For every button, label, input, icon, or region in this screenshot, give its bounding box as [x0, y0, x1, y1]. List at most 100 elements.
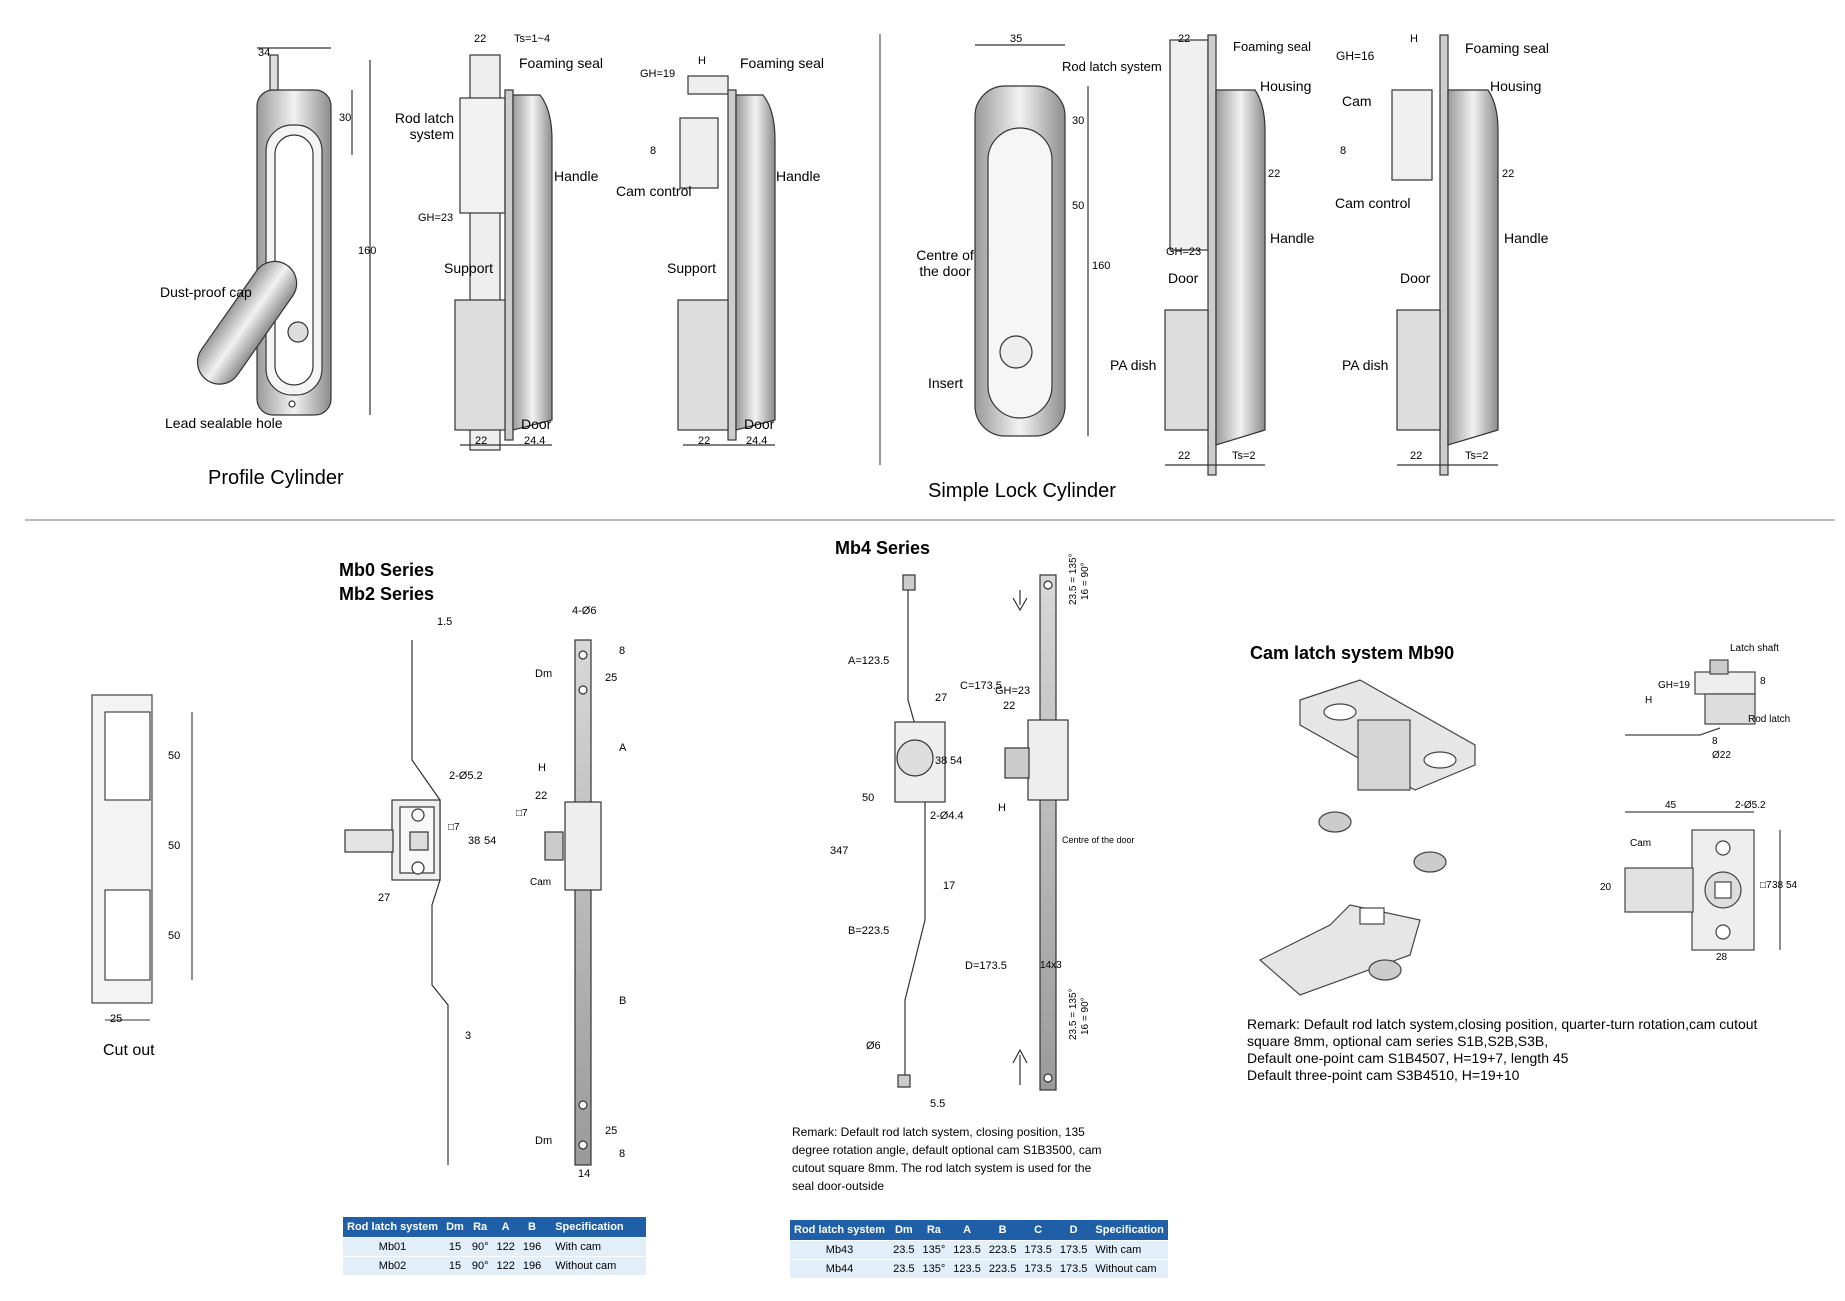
mb90-remark-line-3: Default one-point cam S1B4507, H=19+7, l…	[1247, 1050, 1569, 1066]
mb90-exploded-view	[1258, 679, 1476, 996]
mb0-dim-a: A	[619, 742, 627, 754]
mb0-dm-bottom: Dm	[535, 1135, 553, 1147]
th-a: A	[492, 1217, 519, 1238]
mb0-spec-table: Rod latch system Dm Ra A B Specification…	[343, 1217, 646, 1275]
simple-lock-front-view	[974, 44, 1089, 437]
table-cell: 122	[492, 1256, 519, 1275]
mb4-dim-angle-top-2: 16 = 90°	[1080, 562, 1091, 600]
dim-24-4: 24.4	[524, 435, 546, 447]
mb0-dim-1-5: 1.5	[437, 616, 453, 628]
mb4-dim-347: 347	[830, 845, 849, 857]
dim-h: H	[698, 55, 706, 67]
rod-latch-system-label-2: Rod latch system	[1062, 59, 1162, 74]
mb90-front-view	[1624, 811, 1781, 951]
mb4-dim-a: A=123.5	[848, 655, 890, 667]
dim-22f: 22	[1178, 450, 1191, 462]
mb90-side-view	[1625, 659, 1756, 736]
table-cell: 23.5	[889, 1240, 919, 1260]
mb0-series-title: Mb0 Series	[339, 560, 435, 580]
table-cell: 173.5	[1055, 1259, 1092, 1278]
table-cell: Mb01	[343, 1237, 443, 1257]
th-rod-latch: Rod latch system	[790, 1220, 890, 1241]
mb90-dim-h: H	[1645, 695, 1653, 706]
mb0-dim-4-d6: 4-Ø6	[572, 605, 597, 617]
table-cell: Mb02	[343, 1256, 443, 1275]
lead-sealable-hole-label: Lead sealable hole	[165, 415, 283, 431]
mb4-dim-2-d4-4: 2-Ø4.4	[930, 810, 964, 822]
mb90-remark: Remark: Default rod latch system,closing…	[1247, 1016, 1807, 1084]
mb0-bar-drawing	[544, 639, 602, 1166]
mb4-dim-54: 54	[950, 755, 963, 767]
mb90-dim-20: 20	[1600, 882, 1612, 893]
mb0-dim-38: 38	[468, 835, 481, 847]
mb90-cam-label: Cam	[1630, 838, 1652, 849]
mb4-dim-14x3: 14x3	[1040, 960, 1062, 971]
th-c: C	[1020, 1220, 1056, 1241]
th-d: D	[1055, 1220, 1092, 1241]
mb90-dim-28: 28	[1716, 952, 1728, 963]
table-cell: 90°	[467, 1256, 493, 1275]
dim-35: 35	[1010, 33, 1023, 45]
dust-proof-cap-label: Dust-proof cap	[160, 284, 252, 300]
mb4-dim-angle-top-1: 23.5 = 135°	[1068, 553, 1079, 605]
table-cell: 15	[442, 1237, 468, 1257]
profile-cylinder-caption: Profile Cylinder	[208, 467, 344, 489]
profile-cylinder-front-view	[196, 47, 371, 416]
profile-cylinder-side-view-1	[454, 54, 553, 451]
th-ra: Ra	[467, 1217, 493, 1238]
mb90-remark-line-2: square 8mm, optional cam series S1B,S2B,…	[1247, 1033, 1549, 1049]
door-label-2: Door	[744, 416, 775, 432]
mb4-rod-drawing	[894, 574, 946, 1088]
dim-ts2: Ts=2	[1232, 450, 1256, 462]
mb90-dim-gh19: GH=19	[1658, 680, 1690, 691]
mb0-dim-sq7b: □7	[516, 808, 528, 819]
mb0-dim-14: 14	[578, 1168, 591, 1180]
mb4-series-title: Mb4 Series	[835, 538, 931, 558]
mb4-dim-c: C=173.5	[960, 680, 1002, 692]
mb0-dim-8b: 8	[619, 1148, 626, 1160]
mb90-dim-8: 8	[1760, 676, 1766, 687]
dim-gh19: GH=19	[640, 68, 676, 80]
dim-22h: 22	[1410, 450, 1423, 462]
th-b: B	[518, 1217, 546, 1238]
foaming-seal-label-1: Foaming seal	[519, 55, 604, 71]
mb4-dim-d6: Ø6	[866, 1040, 881, 1052]
mb0-dim-3: 3	[465, 1030, 472, 1042]
mb90-remark-line-1: Remark: Default rod latch system,closing…	[1247, 1016, 1758, 1032]
door-label-4: Door	[1400, 270, 1431, 286]
cutout-dim-50a: 50	[168, 750, 181, 762]
table-cell: 223.5	[984, 1259, 1021, 1278]
mb4-dim-b: B=223.5	[848, 925, 890, 937]
table-cell: 196	[518, 1256, 546, 1275]
th-dm: Dm	[442, 1217, 468, 1238]
dim-8b: 8	[1340, 145, 1347, 157]
dim-34: 34	[258, 47, 271, 59]
handle-label-2: Handle	[776, 168, 821, 184]
mb90-dim-d22: Ø22	[1712, 750, 1731, 761]
handle-label-3: Handle	[1270, 230, 1315, 246]
rod-latch-label: Rod latch	[1748, 714, 1791, 725]
door-label-1: Door	[521, 416, 552, 432]
centre-of-door-label: Centre of the door	[916, 247, 974, 280]
mb4-bar-drawing	[1004, 574, 1069, 1091]
dim-gh23b: GH=23	[1166, 246, 1202, 258]
dim-8: 8	[650, 145, 657, 157]
mb0-dim-54: 54	[484, 835, 497, 847]
housing-label-2: Housing	[1490, 78, 1542, 94]
mb4-dim-38: 38	[935, 755, 948, 767]
table-cell: 23.5	[889, 1259, 919, 1278]
cutout-dim-50c: 50	[168, 930, 181, 942]
mb0-dim-sq7: □7	[448, 822, 460, 833]
mb90-dim-sq7: □7	[1760, 880, 1772, 891]
profile-cylinder-side-view-2	[677, 75, 776, 446]
table-row: Mb44 23.5 135° 123.5 223.5 173.5 173.5 W…	[790, 1259, 1168, 1278]
pa-dish-label-1: PA dish	[1110, 357, 1157, 373]
dim-gh16: GH=16	[1336, 49, 1375, 63]
mb90-dim-38: 38	[1772, 880, 1784, 891]
foaming-seal-label-3: Foaming seal	[1233, 39, 1312, 54]
cam-label: Cam	[1342, 93, 1372, 109]
mb0-dim-25b: 25	[605, 1125, 618, 1137]
mb4-dim-22: 22	[1003, 700, 1016, 712]
dim-h2: H	[1410, 33, 1418, 45]
